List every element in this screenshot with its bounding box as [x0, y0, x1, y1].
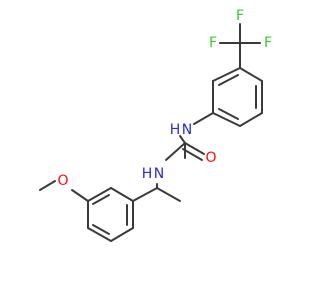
bond-c-o-1 [184, 142, 205, 155]
atom-f2: F [209, 35, 217, 51]
atom-n-lower: N [154, 166, 164, 182]
bond-ch-methyl [156, 187, 181, 202]
atom-h-lower: H [142, 166, 153, 182]
atom-o-carbonyl: O [205, 150, 216, 166]
bond-ring1-dbl2 [218, 108, 239, 120]
bond-ring2-dbl2 [92, 224, 110, 235]
bond-ring2-b [110, 227, 134, 242]
bond-o-methyl [39, 180, 56, 191]
atom-h-upper: H [170, 122, 181, 138]
bond-c-n-lower2 [165, 142, 186, 161]
bond-ring1-f [212, 67, 241, 82]
bond-ring2-dbl3 [92, 194, 110, 205]
bond-ring-n-upper [193, 112, 214, 125]
bond-ch-ring [132, 187, 158, 202]
bonds [39, 23, 263, 242]
structure-diagram: F F F H N O H N O [39, 8, 272, 242]
bond-ring2-e [87, 187, 112, 202]
molecule-canvas: F F F H N O H N O [39, 8, 272, 242]
bond-c-o-2 [182, 148, 203, 161]
bond-ring1-c [239, 112, 263, 127]
bond-ring-o-methoxy [71, 189, 89, 202]
bond-ring1-a [239, 67, 263, 82]
bond-n-upper-c [179, 135, 186, 144]
atom-o-methoxy: O [57, 173, 68, 189]
bond-ring1-dbl3 [218, 74, 239, 86]
bond-ring2-f [110, 187, 134, 202]
atom-n-upper: N [182, 122, 192, 138]
bond-ring2-c [87, 227, 112, 242]
atom-labels: F F F H N O H N O [57, 8, 272, 189]
atom-f1: F [236, 8, 244, 24]
bond-ring1-d [212, 112, 241, 127]
atom-f3: F [264, 35, 272, 51]
